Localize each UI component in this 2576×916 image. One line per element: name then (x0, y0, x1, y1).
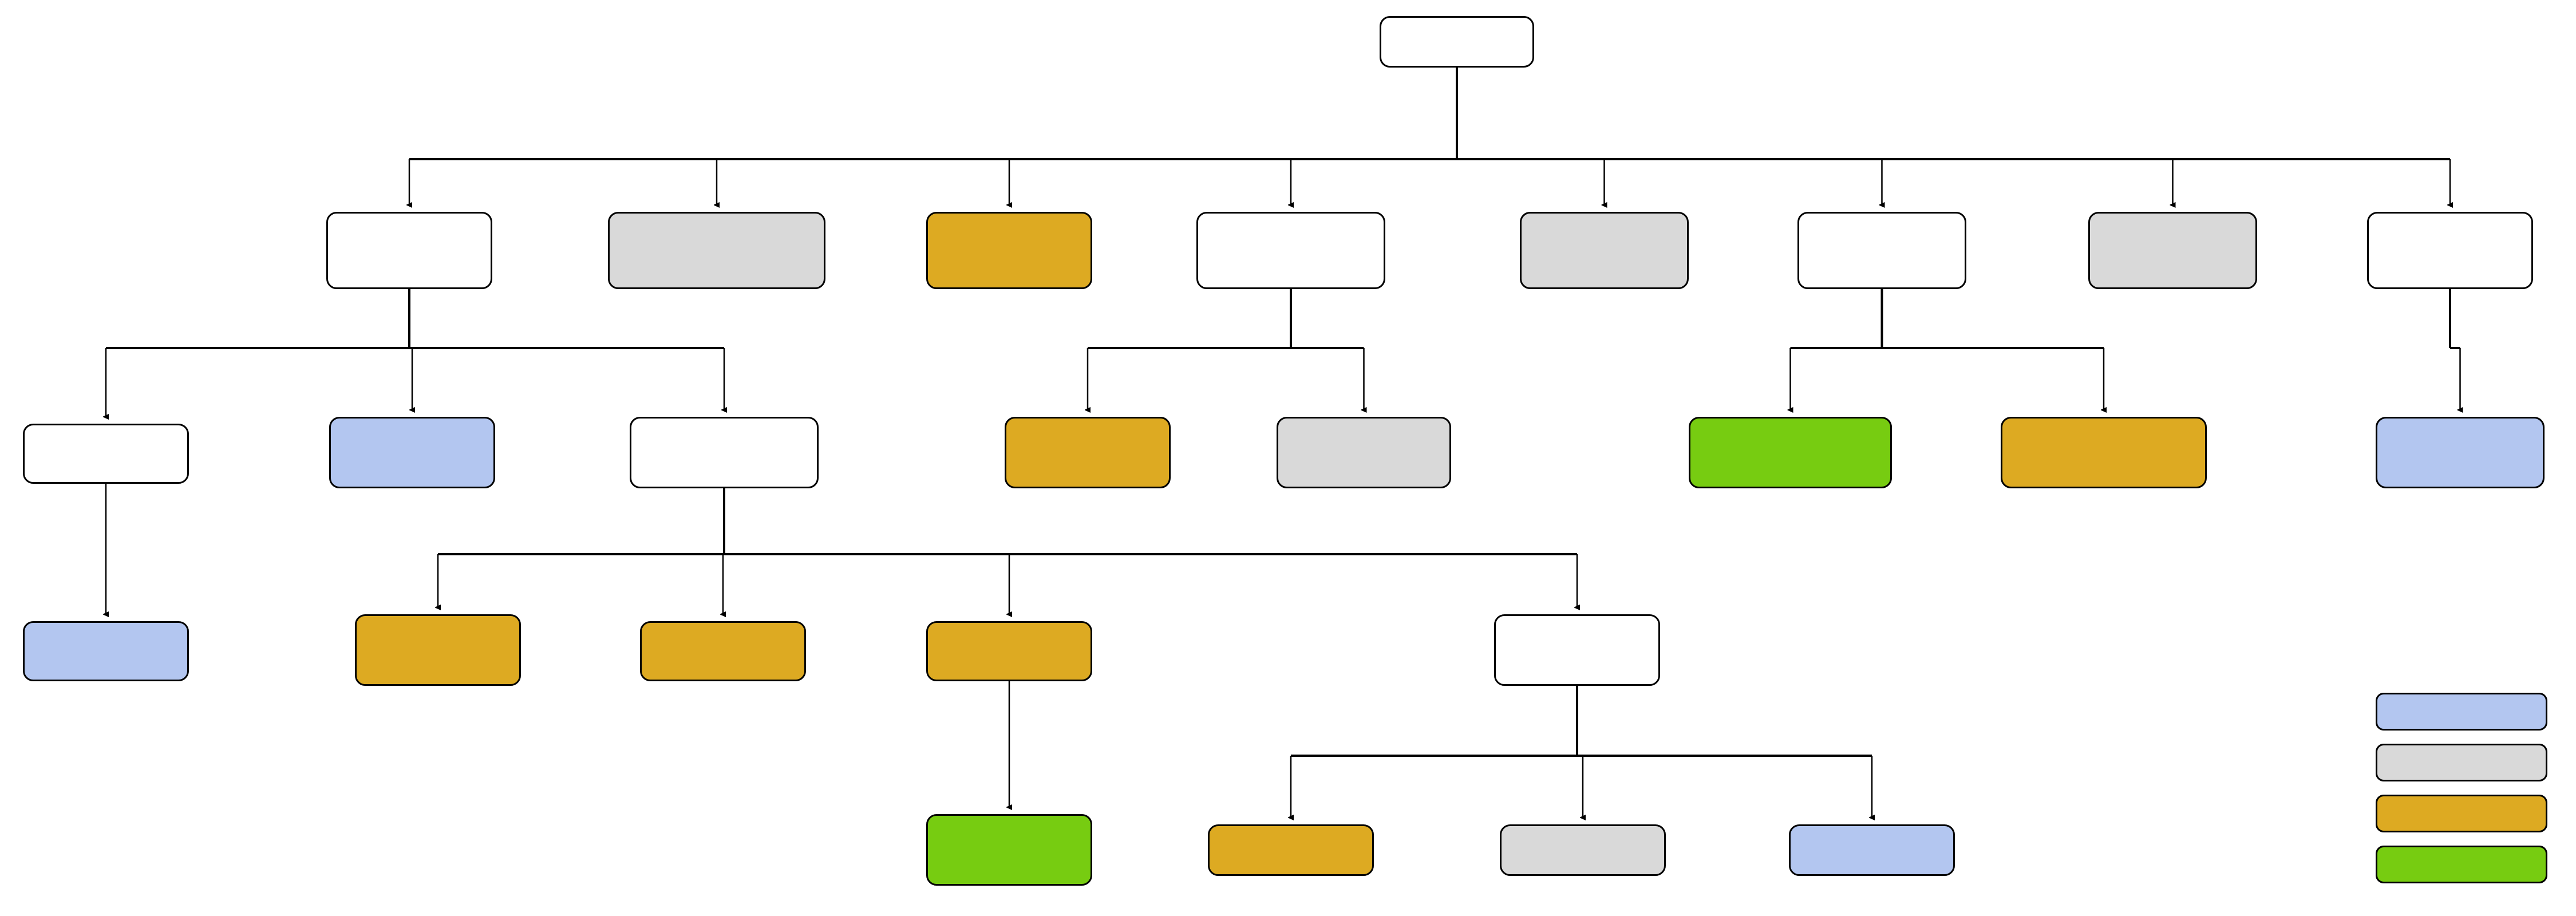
node-adaptive-joins[interactable] (23, 424, 189, 484)
node-row-mode[interactable] (1500, 824, 1666, 876)
node-approximate-percentile[interactable] (1005, 417, 1171, 488)
node-batch-mode-mgf[interactable] (1789, 824, 1955, 876)
node-adaptive-query-processing[interactable] (326, 212, 492, 289)
node-scalar-udf-inlining[interactable] (1520, 212, 1689, 289)
node-memory-grant-feedback[interactable] (1494, 614, 1660, 686)
node-optional-parameter-plan-optimization[interactable] (1689, 417, 1892, 488)
legend-item-sql-server-2017 (2376, 693, 2547, 731)
node-automatic-plan-correction[interactable] (2376, 417, 2545, 488)
node-approximate-count-distinct[interactable] (1277, 417, 1451, 488)
node-root[interactable] (1380, 16, 1534, 68)
node-batch-mode[interactable] (23, 621, 189, 681)
node-percentile-grant[interactable] (1208, 824, 1374, 876)
node-parameter-sensitive-plan-optimization[interactable] (2001, 417, 2207, 488)
node-approximate-query-processing[interactable] (1196, 212, 1385, 289)
legend-item-sql-server-2022 (2376, 795, 2547, 832)
node-dop-feedback[interactable] (640, 621, 806, 681)
node-adaptive-plan-optimization[interactable] (1797, 212, 1966, 289)
node-ce-feedback[interactable] (926, 621, 1092, 681)
legend-item-sql-server-2025 (2376, 846, 2547, 883)
node-table-variable-deferred[interactable] (608, 212, 825, 289)
node-interleaved-execution[interactable] (329, 417, 495, 488)
node-automatic-tuning[interactable] (2367, 212, 2533, 289)
node-ce-feedback-for-expressions[interactable] (926, 814, 1092, 886)
legend-item-sql-server-2019 (2376, 744, 2547, 781)
node-query-processing-feedback[interactable] (630, 417, 819, 488)
node-batch-mode-for-row-store[interactable] (2088, 212, 2257, 289)
node-feedback-persistence[interactable] (355, 614, 521, 686)
node-optimized-plan-forcing[interactable] (926, 212, 1092, 289)
